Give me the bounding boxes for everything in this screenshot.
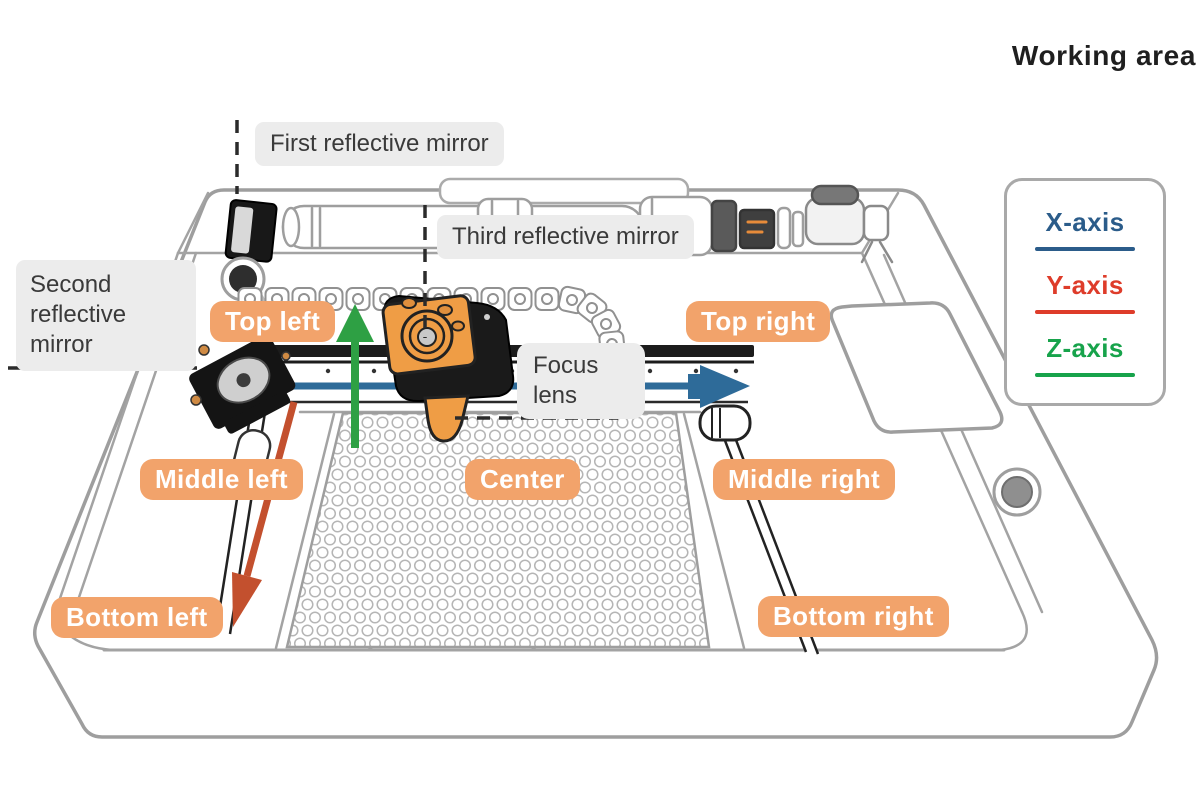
honeycomb-bed bbox=[285, 411, 711, 649]
y-axis-label: Y-axis bbox=[1046, 270, 1124, 300]
position-label-top-left: Top left bbox=[210, 301, 336, 342]
y-axis-color-bar bbox=[1035, 310, 1135, 314]
position-label-middle-left: Middle left bbox=[140, 459, 303, 500]
position-label-center: Center bbox=[465, 459, 580, 500]
first-mirror-label: First reflective mirror bbox=[255, 122, 504, 167]
focus-lens-label: Focus lens bbox=[517, 343, 645, 420]
power-button[interactable] bbox=[992, 467, 1042, 517]
z-axis-arrow bbox=[336, 304, 374, 448]
z-axis-color-bar bbox=[1035, 373, 1135, 377]
legend-item-x-axis: X-axis bbox=[1035, 207, 1135, 251]
page-title: Working area bbox=[1011, 40, 1196, 71]
second-mirror-label: Second reflective mirror bbox=[16, 260, 196, 371]
legend-item-y-axis: Y-axis bbox=[1035, 270, 1135, 314]
position-label-middle-right: Middle right bbox=[713, 459, 896, 500]
first-mirror-assembly bbox=[220, 199, 278, 317]
position-label-bottom-left: Bottom left bbox=[51, 597, 223, 638]
position-label-bottom-right: Bottom right bbox=[758, 596, 949, 637]
third-mirror-label: Third reflective mirror bbox=[437, 215, 694, 260]
laser-head bbox=[381, 294, 515, 443]
legend-item-z-axis: Z-axis bbox=[1035, 333, 1135, 377]
z-axis-label: Z-axis bbox=[1046, 333, 1124, 363]
axis-legend: X-axis Y-axis Z-axis bbox=[1004, 178, 1166, 406]
position-label-top-right: Top right bbox=[686, 301, 831, 342]
lid-bracket bbox=[438, 177, 690, 205]
focus-lens-nozzle bbox=[423, 394, 470, 443]
second-mirror-assembly bbox=[189, 335, 296, 434]
side-panel bbox=[829, 301, 1004, 434]
x-axis-label: X-axis bbox=[1045, 207, 1125, 237]
tube-end-fitting bbox=[804, 184, 894, 264]
x-axis-arrow bbox=[688, 365, 750, 408]
x-axis-color-bar bbox=[1035, 247, 1135, 251]
